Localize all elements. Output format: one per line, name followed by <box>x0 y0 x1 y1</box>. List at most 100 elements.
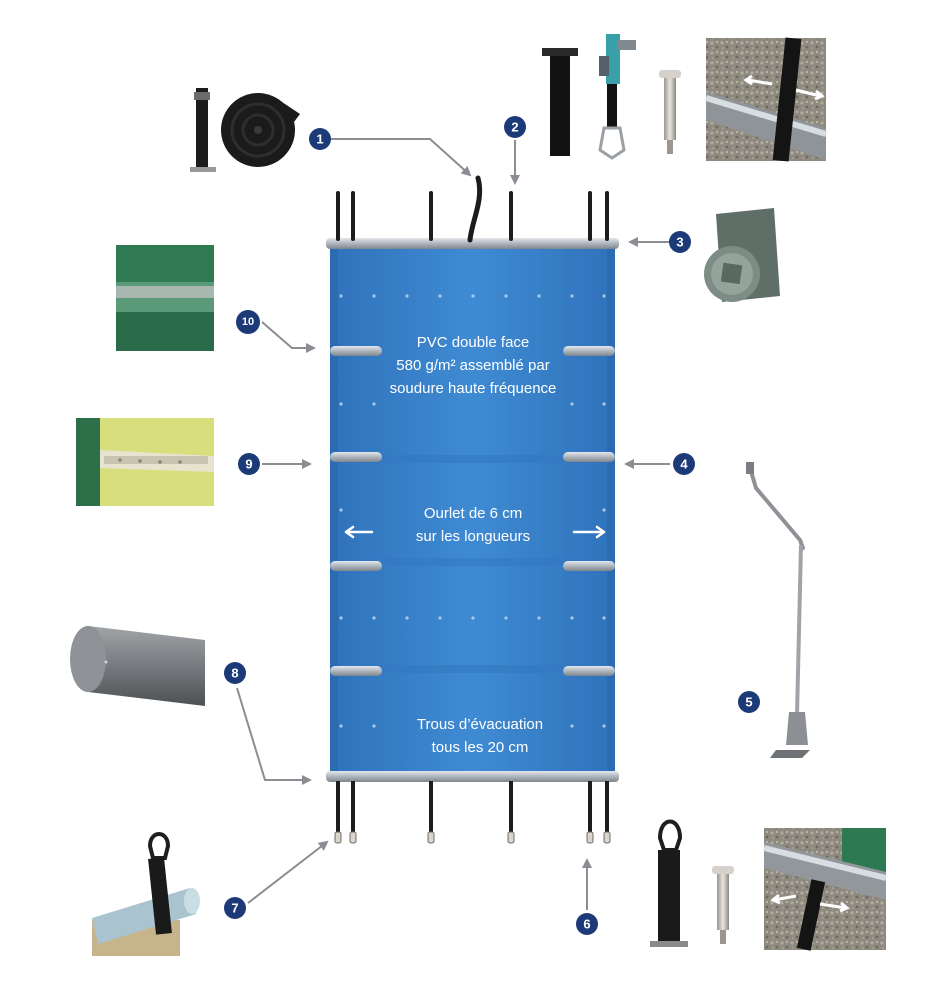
callout-number: 10 <box>242 316 254 328</box>
strap-icon <box>658 850 680 942</box>
drain-hole <box>405 616 409 620</box>
leader-7 <box>247 840 329 904</box>
tube-pocket <box>563 666 615 676</box>
callout-badge-3: 3 <box>669 231 691 253</box>
anchor-peg-icon <box>659 70 681 154</box>
hem-pocket-photo <box>76 418 214 506</box>
grey-tube-illustration <box>70 626 205 706</box>
tube-pocket <box>563 561 615 571</box>
drain-hole <box>602 616 606 620</box>
tube-end-cap-illustration <box>704 208 780 302</box>
top-straps <box>336 191 609 241</box>
drain-hole <box>372 294 376 298</box>
tensioner-kit-illustration <box>542 34 827 162</box>
drain-hole <box>602 724 606 728</box>
cover-material-label: soudure haute fréquence <box>390 380 557 397</box>
leader-lines <box>236 138 670 910</box>
tube-pocket <box>330 561 382 571</box>
drain-hole <box>537 616 541 620</box>
cover-hem-label: sur les longueurs <box>416 528 530 545</box>
cover-seam <box>330 455 615 463</box>
cover-hem-left <box>330 245 338 775</box>
strap-ring-icon <box>657 819 683 852</box>
cover-material-label: PVC double face <box>417 334 530 351</box>
crank-handle-illustration <box>746 462 810 758</box>
drain-hole <box>570 294 574 298</box>
drain-hole <box>504 616 508 620</box>
anchor-peg <box>349 831 357 844</box>
callout-number: 8 <box>231 666 238 681</box>
drain-hole <box>602 402 606 406</box>
callout-number: 7 <box>231 901 238 916</box>
ratchet-tensioner-icon <box>598 34 636 160</box>
cover-seam <box>330 558 615 566</box>
callout-badge-2: 2 <box>504 116 526 138</box>
square-socket-icon <box>720 262 743 285</box>
drain-hole <box>339 616 343 620</box>
drain-hole <box>570 616 574 620</box>
tube-icon <box>92 888 196 944</box>
bottom-tube <box>326 771 619 782</box>
anchor-peg <box>427 831 435 844</box>
cover-hem-right <box>607 245 615 775</box>
leader-10 <box>261 321 316 353</box>
hem-arrow-left <box>344 525 374 539</box>
callout-badge-4: 4 <box>673 453 695 475</box>
webbing-tail-icon <box>276 102 300 122</box>
crank-socket-icon <box>786 712 808 745</box>
strap-icon <box>148 857 172 935</box>
webbing-roll-core-icon <box>254 126 262 134</box>
drain-hole <box>372 402 376 406</box>
callout-badge-6: 6 <box>576 913 598 935</box>
drain-hole <box>438 294 442 298</box>
strap-on-tube-photo <box>705 37 827 162</box>
drain-hole <box>570 402 574 406</box>
callout-number: 4 <box>680 457 688 472</box>
tube-in-pocket-photo <box>116 245 214 351</box>
drain-hole <box>405 294 409 298</box>
strap-on-tube-illustration <box>92 832 200 956</box>
tube-pocket <box>330 346 382 356</box>
webbing-roll-ring-icon <box>241 113 275 147</box>
anchor-peg <box>586 831 594 844</box>
drain-hole <box>339 508 343 512</box>
strap-ring-icon <box>147 832 171 860</box>
leader-8 <box>236 687 312 785</box>
callout-number: 2 <box>511 120 518 135</box>
callout-number: 5 <box>745 695 752 710</box>
top-tube <box>326 238 619 249</box>
strap-icon <box>550 52 570 156</box>
callout-badge-7: 7 <box>224 897 246 919</box>
drainage-holes <box>339 294 606 728</box>
tube-icon <box>116 286 214 298</box>
drain-hole <box>504 294 508 298</box>
strap-base-icon <box>650 941 688 947</box>
cover-drain-label: Trous d’évacuation <box>417 716 543 733</box>
tube-pocket <box>330 452 382 462</box>
drain-hole <box>537 294 541 298</box>
callout-number: 1 <box>316 132 323 147</box>
tube-pockets <box>330 346 615 676</box>
cover-drain-label: tous les 20 cm <box>432 739 529 756</box>
drain-hole <box>372 724 376 728</box>
anchor-peg <box>507 831 515 844</box>
callout-badges: 1 2 3 4 5 6 7 8 9 10 <box>224 116 760 935</box>
callout-badge-5: 5 <box>738 691 760 713</box>
strap-icon <box>196 88 208 168</box>
drain-hole <box>438 616 442 620</box>
tube-icon <box>88 626 205 706</box>
callout-number: 9 <box>245 457 252 472</box>
drain-hole <box>372 616 376 620</box>
drain-hole <box>570 724 574 728</box>
drain-hole <box>339 294 343 298</box>
tube-pocket <box>563 452 615 462</box>
cover-hem-label: Ourlet de 6 cm <box>424 505 522 522</box>
bottom-straps <box>334 781 611 844</box>
cover-panel <box>330 245 615 775</box>
drain-hole <box>471 294 475 298</box>
drain-hole <box>602 508 606 512</box>
callout-badge-9: 9 <box>238 453 260 475</box>
strap-bar-icon <box>542 48 578 56</box>
drain-hole <box>602 294 606 298</box>
hem-rod-icon <box>104 456 208 464</box>
